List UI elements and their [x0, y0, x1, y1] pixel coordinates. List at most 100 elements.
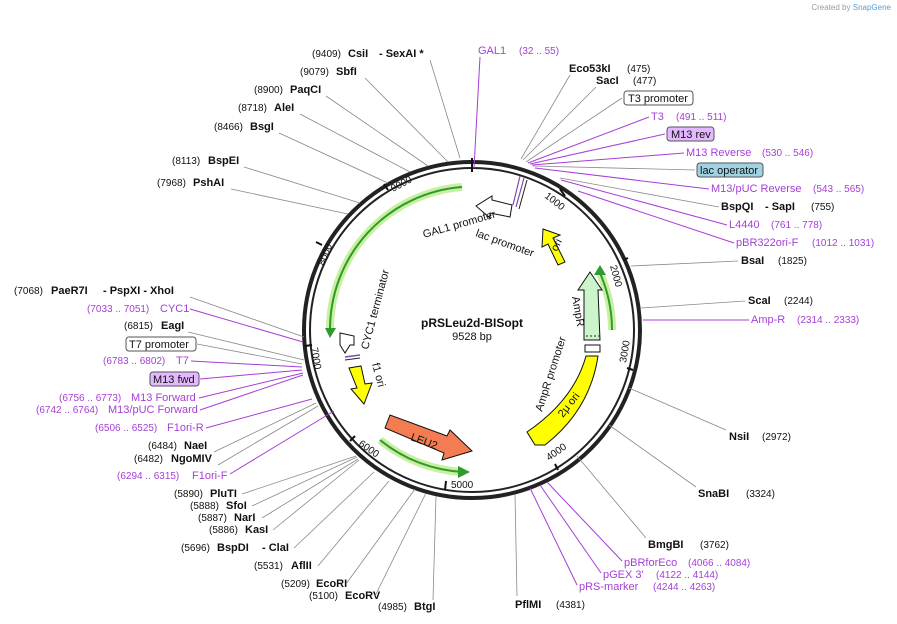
enzyme-csii-extra[interactable]: - SexAI * [379, 48, 424, 60]
feature-amp-r-range: (2314 .. 2333) [797, 315, 859, 326]
left-enzyme-labels: (9409) CsiI - SexAI * (9079) SbfI (8900)… [14, 48, 461, 613]
enzyme-paer7i-extra[interactable]: - PspXI - XhoI [103, 285, 174, 297]
feature-m13-reverse-leader [531, 152, 685, 166]
enzyme-ecori-name[interactable]: EcoRI [316, 578, 347, 590]
feature-pgex3-name[interactable]: pGEX 3' [603, 569, 644, 581]
feature-f1ori-r-name[interactable]: F1ori-R [167, 422, 204, 434]
enzyme-kasi-leader [272, 459, 360, 531]
feature-m13-rev-name[interactable]: M13 rev [671, 129, 711, 141]
enzyme-paqci-name[interactable]: PaqCI [290, 84, 321, 96]
ampr-promoter-arrow [584, 344, 601, 353]
feature-t7-promoter-name[interactable]: T7 promoter [129, 339, 189, 351]
tick-mark-2000 [622, 257, 629, 261]
leu2-arrow [384, 414, 473, 461]
enzyme-pluti-name[interactable]: PluTI [210, 488, 237, 500]
enzyme-nsii-name[interactable]: NsiI [729, 431, 749, 443]
feature-gal1-name[interactable]: GAL1 [478, 45, 506, 57]
enzyme-ngomiv-name[interactable]: NgoMIV [171, 453, 213, 465]
enzyme-bmgbi-pos: (3762) [700, 540, 729, 551]
enzyme-saci-name[interactable]: SacI [596, 75, 619, 87]
feature-gal1-range: (32 .. 55) [519, 46, 559, 57]
enzyme-bsai-name[interactable]: BsaI [741, 255, 764, 267]
feature-t7-promoter-leader [196, 343, 303, 365]
enzyme-pshai-name[interactable]: PshAI [193, 177, 224, 189]
tick-mark-9000 [383, 183, 389, 191]
feature-t3-promoter-leader [525, 97, 623, 163]
feature-pbrforeco-name[interactable]: pBRforEco [624, 557, 677, 569]
enzyme-bspqi-name[interactable]: BspQI [721, 201, 753, 213]
enzyme-pflmi-name[interactable]: PflMI [515, 599, 541, 611]
tick-mark-4000 [554, 463, 559, 471]
feature-m13-fwd-leader [199, 369, 303, 380]
feature-f1ori-f-name[interactable]: F1ori-F [192, 470, 228, 482]
enzyme-bspdi-pos: (5696) [181, 543, 210, 554]
enzyme-ecorv-name[interactable]: EcoRV [345, 590, 381, 602]
enzyme-paer7i-name[interactable]: PaeR7I [51, 285, 88, 297]
enzyme-btgi-leader [432, 495, 437, 601]
feature-pbr322ori-f-leader [577, 190, 735, 244]
enzyme-bmgbi-name[interactable]: BmgBI [648, 539, 683, 551]
feature-cyc1-name[interactable]: CYC1 [160, 303, 189, 315]
enzyme-aflii-name[interactable]: AflII [291, 560, 312, 572]
enzyme-sfoi-pos: (5888) [190, 501, 219, 512]
enzyme-eco53ki-name[interactable]: Eco53kI [569, 63, 611, 75]
enzyme-scai-name[interactable]: ScaI [748, 295, 771, 307]
enzyme-kasi-name[interactable]: KasI [245, 524, 268, 536]
ori-arrow [541, 228, 566, 266]
enzyme-snabi-name[interactable]: SnaBI [698, 488, 729, 500]
right-enzyme-labels: Eco53kI (475) SacI (477) BspQI - SapI (7… [514, 63, 834, 611]
enzyme-nari-pos: (5887) [198, 513, 227, 524]
enzyme-bspdi-extra[interactable]: - ClaI [262, 542, 289, 554]
enzyme-sbfi-name[interactable]: SbfI [336, 66, 357, 78]
enzyme-bsai-pos: (1825) [778, 256, 807, 267]
enzyme-nari-name[interactable]: NarI [234, 512, 255, 524]
feature-m13-reverse-name[interactable]: M13 Reverse [686, 147, 751, 159]
feature-l4440-range: (761 .. 778) [771, 220, 822, 231]
enzyme-sfoi-name[interactable]: SfoI [226, 500, 247, 512]
feature-m13-puc-forward-name[interactable]: M13/pUC Forward [108, 404, 198, 416]
feature-pbrforeco-leader [546, 481, 623, 562]
feature-m13-forward-name[interactable]: M13 Forward [131, 392, 196, 404]
lac-promoter-label: lac promoter [474, 228, 536, 260]
enzyme-paer7i-leader [189, 296, 305, 338]
feature-pgex3-range: (4122 .. 4144) [656, 570, 718, 581]
t3-promoter-box [623, 90, 694, 106]
enzyme-bspei-name[interactable]: BspEI [208, 155, 239, 167]
enzyme-nari-leader [261, 458, 359, 519]
feature-pbr322ori-f-range: (1012 .. 1031) [812, 238, 874, 249]
origin-mark-3 [518, 179, 528, 210]
feature-lac-operator-name[interactable]: lac operator [700, 165, 758, 177]
feature-t3-name[interactable]: T3 [651, 111, 664, 123]
feature-t3-promoter-name[interactable]: T3 promoter [628, 93, 688, 105]
enzyme-bspei-pos: (8113) [172, 156, 200, 167]
enzyme-csii-name[interactable]: CsiI [348, 48, 368, 60]
enzyme-eagi-name[interactable]: EagI [161, 320, 184, 332]
enzyme-pluti-pos: (5890) [174, 489, 203, 500]
enzyme-btgi-name[interactable]: BtgI [414, 601, 435, 613]
feature-t7-name[interactable]: T7 [176, 355, 189, 367]
enzyme-bspqi-extra[interactable]: - SapI [765, 201, 795, 213]
feature-m13-puc-reverse-name[interactable]: M13/pUC Reverse [711, 183, 801, 195]
m13-fwd-box [149, 371, 200, 387]
feature-prs-marker-name[interactable]: pRS-marker [579, 581, 639, 593]
feature-amp-r-name[interactable]: Amp-R [751, 314, 785, 326]
feature-l4440-name[interactable]: L4440 [729, 219, 760, 231]
enzyme-bspdi-name[interactable]: BspDI [217, 542, 249, 554]
left-feature-labels: (7033 .. 7051) CYC1 T7 promoter (6783 ..… [36, 303, 335, 482]
lac-operator-box [696, 162, 764, 178]
enzyme-bspei-leader [243, 166, 361, 204]
enzyme-alei-name[interactable]: AleI [274, 102, 294, 114]
feature-m13-fwd-name[interactable]: M13 fwd [153, 374, 195, 386]
ampr-arrow [577, 271, 603, 341]
enzyme-scai-leader [640, 300, 746, 309]
enzyme-ngomiv-leader [217, 405, 319, 466]
enzyme-aflii-pos: (5531) [254, 561, 283, 572]
enzyme-alei-pos: (8718) [238, 103, 267, 114]
feature-t7-leader [190, 360, 303, 368]
enzyme-naei-name[interactable]: NaeI [184, 440, 207, 452]
enzyme-bsgi-name[interactable]: BsgI [250, 121, 274, 133]
feature-pbr322ori-f-name[interactable]: pBR322ori-F [736, 237, 799, 249]
feature-t7-range: (6783 .. 6802) [103, 356, 165, 367]
